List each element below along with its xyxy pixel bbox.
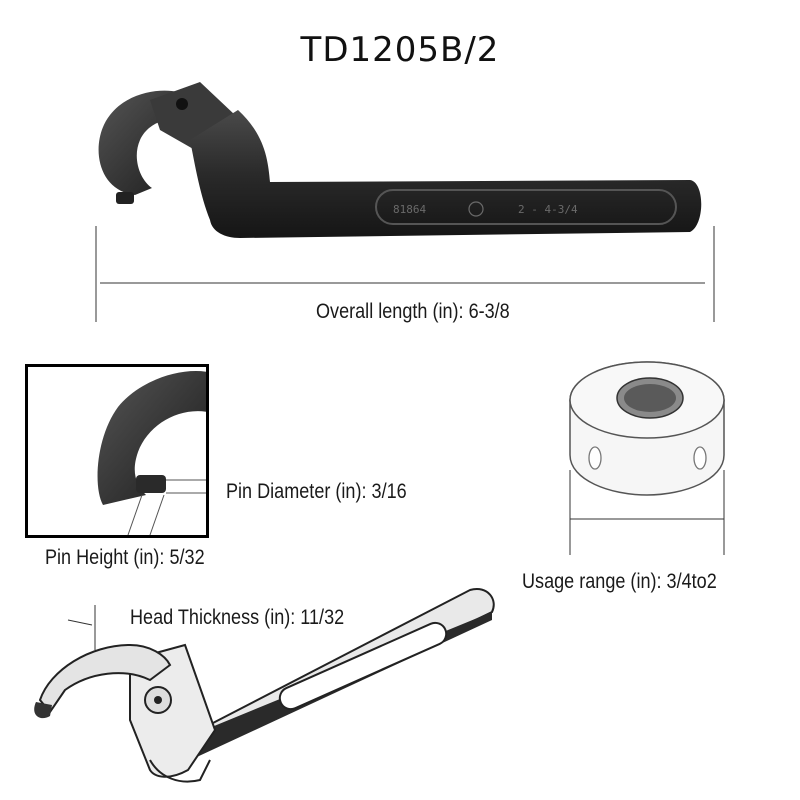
part-number-engraving: 81864: [393, 203, 426, 216]
wrench-handle: [190, 110, 702, 238]
pin-closeup-inset: [25, 364, 209, 538]
pivot-screw: [176, 98, 188, 110]
pin-height-label: Pin Height (in): 5/32: [45, 546, 205, 569]
round-nut-drawing: [569, 361, 725, 496]
logo-engraving: [468, 201, 484, 217]
head-thickness-arrow: [67, 619, 93, 626]
pin-closeup-drawing: [97, 371, 206, 535]
head-thickness-label: Head Thickness (in): 11/32: [130, 606, 345, 629]
bottom-wrench-drawing: [34, 588, 495, 783]
usage-range-label: Usage range (in): 3/4to2: [522, 570, 717, 593]
overall-length-label: Overall length (in): 6-3/8: [316, 300, 510, 323]
hook-pin: [116, 192, 134, 204]
size-mark-engraving: 2 - 4-3/4: [518, 203, 578, 216]
product-title: TD1205B/2: [300, 30, 500, 70]
handle-groove: [375, 189, 677, 225]
pin-diameter-label: Pin Diameter (in): 3/16: [226, 480, 407, 503]
